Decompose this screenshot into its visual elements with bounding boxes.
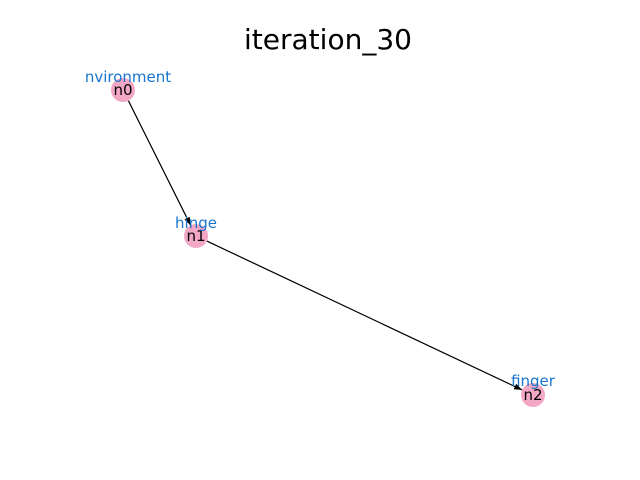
node-circle xyxy=(184,224,208,248)
node-id-text: n1 xyxy=(186,227,205,245)
node-circle xyxy=(111,78,135,102)
edge-n0-n1 xyxy=(127,100,192,226)
node-label-n2: finger xyxy=(511,372,556,390)
node-n2[interactable]: n2 xyxy=(521,383,545,407)
node-n1[interactable]: n1 xyxy=(184,224,208,248)
edge-n1-n2 xyxy=(206,240,523,391)
graph-title: iteration_30 xyxy=(244,23,412,56)
node-id-text: n2 xyxy=(523,386,542,404)
nodes-layer: n0 n1 n2 xyxy=(111,78,545,407)
edges-layer xyxy=(127,100,523,391)
node-n0[interactable]: n0 xyxy=(111,78,135,102)
node-id-text: n0 xyxy=(113,81,132,99)
labels-layer: nvironment hinge finger xyxy=(85,68,556,390)
node-label-n1: hinge xyxy=(175,214,217,232)
node-circle xyxy=(521,383,545,407)
node-label-n0: nvironment xyxy=(85,68,171,86)
